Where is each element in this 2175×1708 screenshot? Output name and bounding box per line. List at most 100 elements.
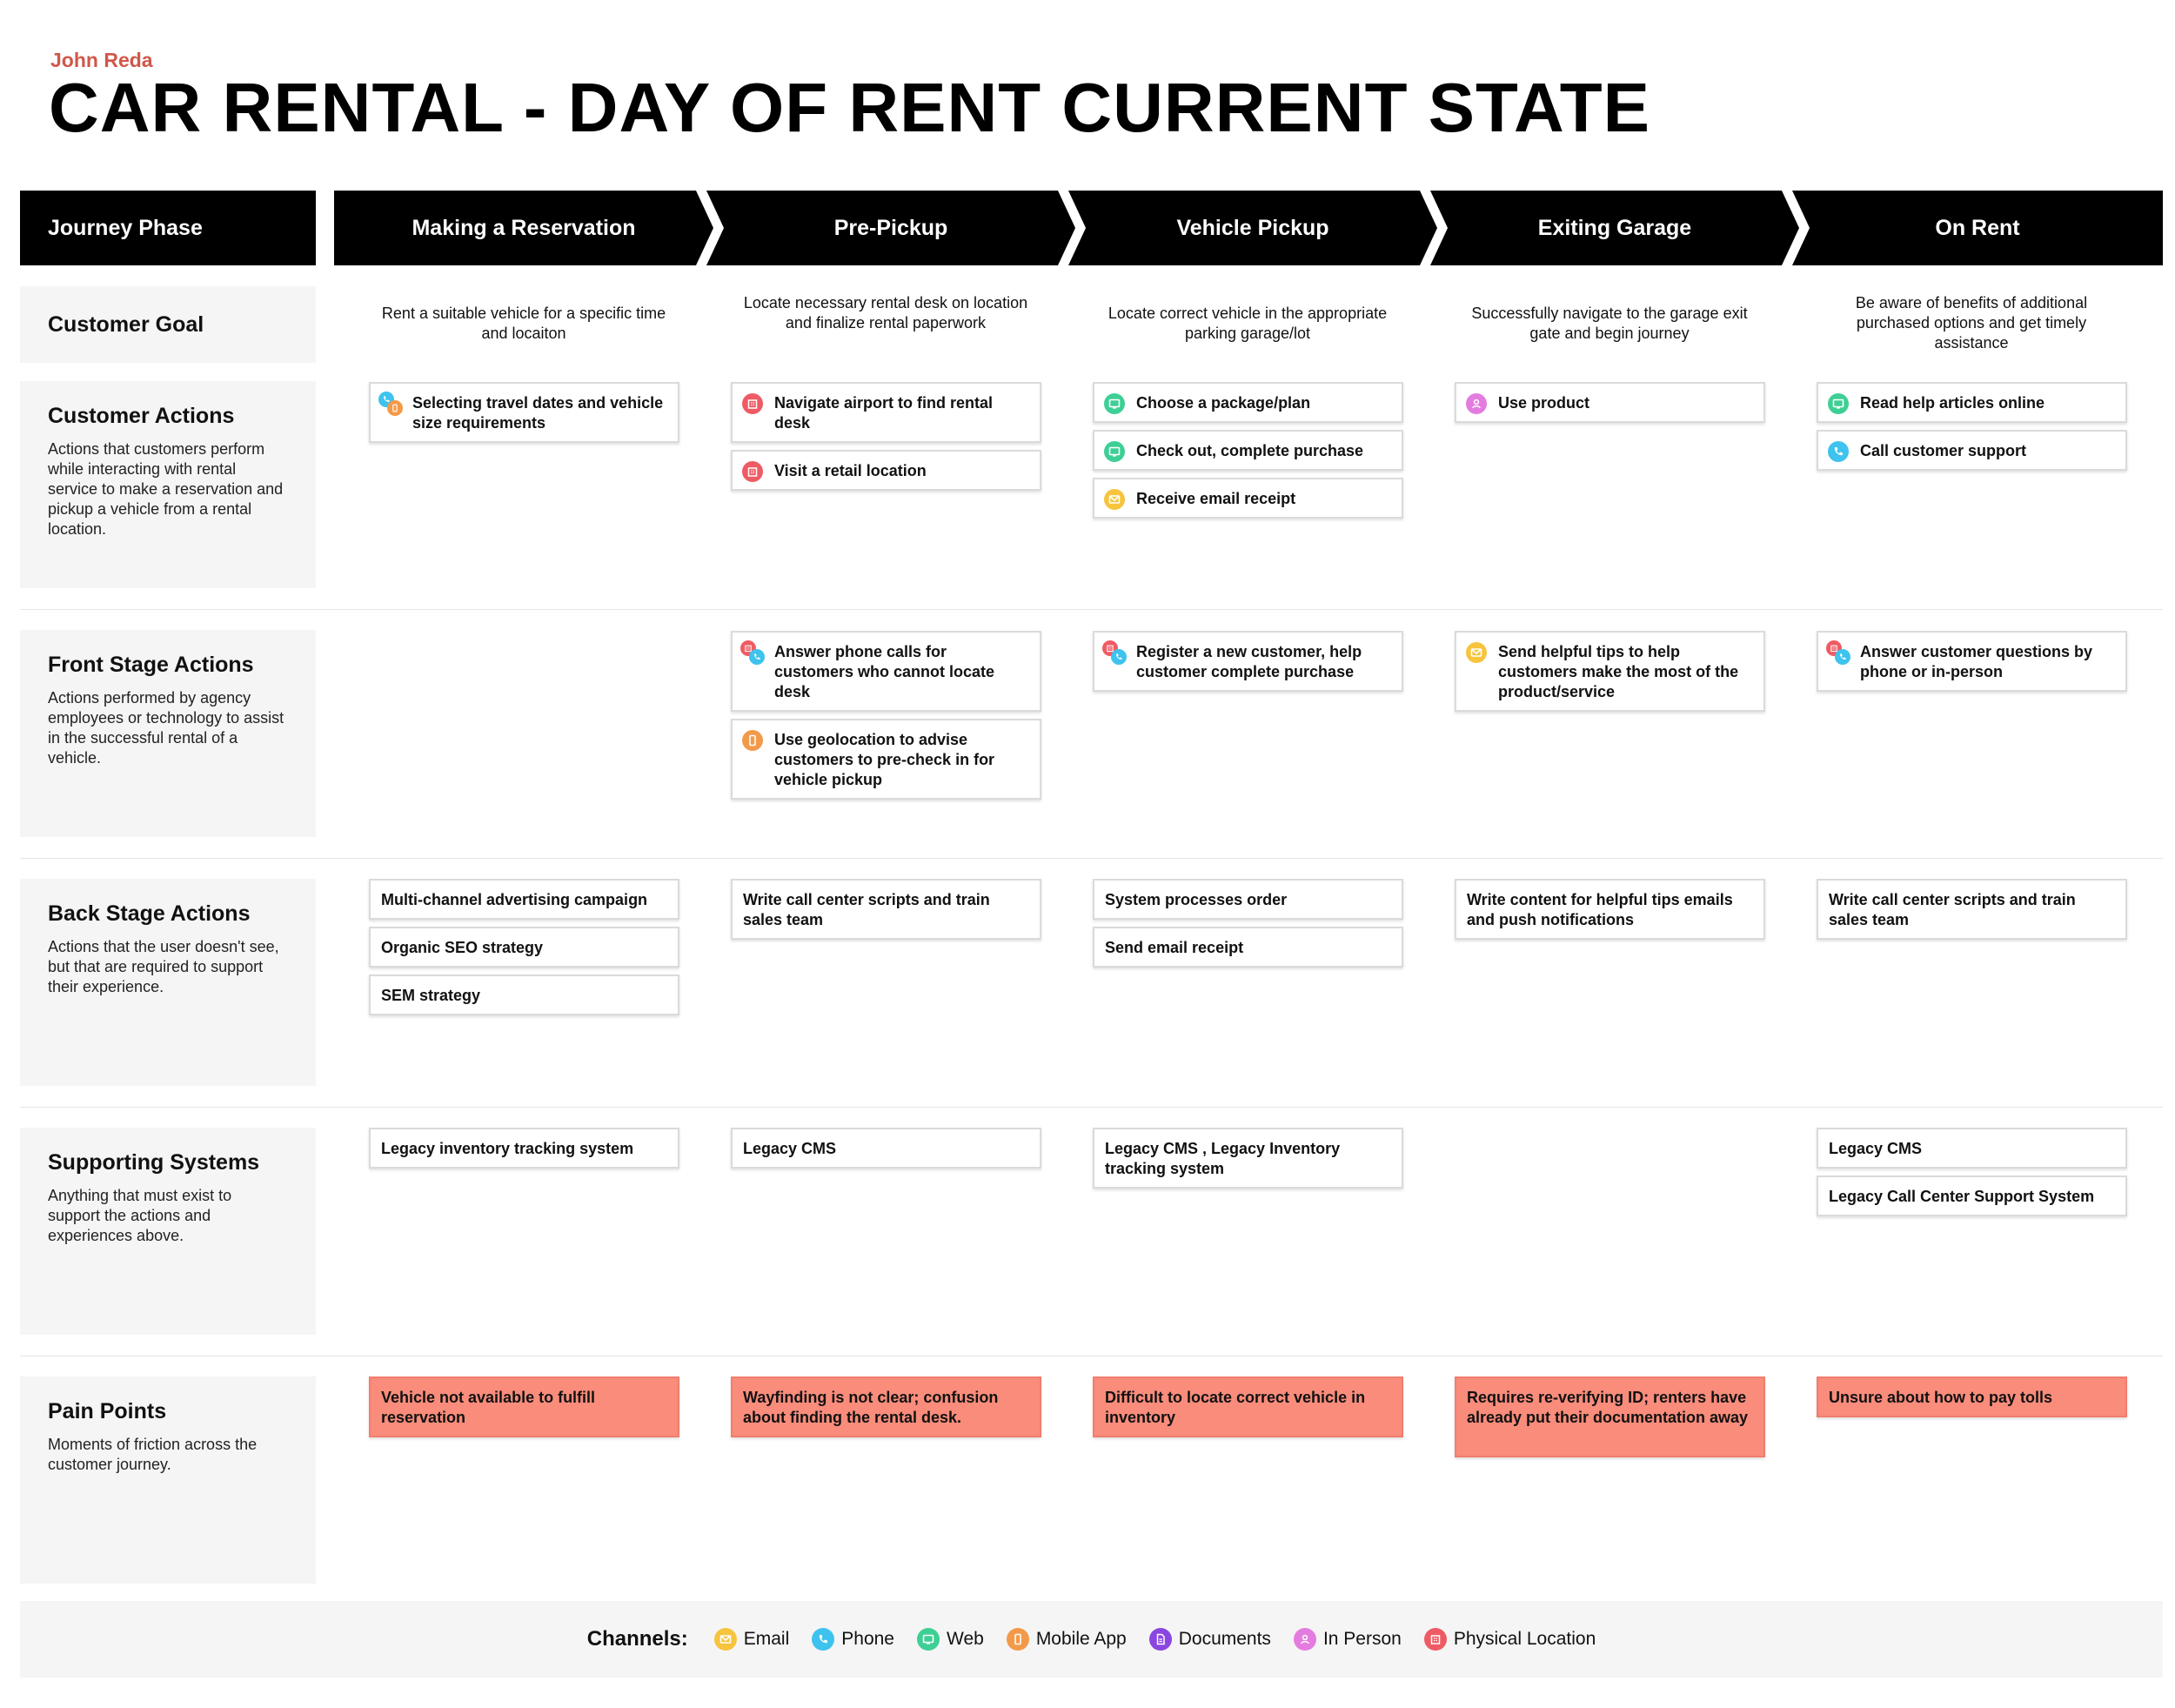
supporting-system-card: Legacy CMS , Legacy Inventory tracking s…	[1093, 1128, 1403, 1189]
row-description: Actions performed by agency employees or…	[48, 689, 284, 767]
web-icon	[1104, 441, 1125, 462]
row-title: Front Stage Actions	[48, 653, 254, 677]
card-text: Legacy inventory tracking system	[381, 1140, 634, 1157]
card-text: Choose a package/plan	[1136, 394, 1311, 412]
card-text: Check out, complete purchase	[1136, 442, 1364, 459]
mobile-app-icon	[742, 730, 763, 751]
channel-icon-group	[1102, 640, 1127, 666]
card-text: Selecting travel dates and vehicle size …	[412, 394, 664, 432]
email-icon	[1466, 642, 1487, 663]
row-label-customer-actions: Customer Actions Actions that customers …	[20, 381, 316, 588]
card-text: Visit a retail location	[774, 462, 927, 479]
channel-icon-group	[378, 392, 403, 418]
legend-title: Channels:	[586, 1627, 688, 1651]
web-icon	[1828, 393, 1849, 414]
back-stage-card: Organic SEO strategy	[369, 927, 679, 968]
customer-action-card: Check out, complete purchase	[1093, 430, 1403, 471]
card-text: Answer phone calls for customers who can…	[774, 643, 995, 700]
legend-item-label: Phone	[841, 1629, 894, 1649]
journey-phase-label: Journey Phase	[20, 191, 316, 265]
row-label-front-stage: Front Stage Actions Actions performed by…	[20, 630, 316, 837]
pain-point-card: Requires re-verifying ID; renters have a…	[1455, 1376, 1765, 1457]
card-text: Send email receipt	[1105, 939, 1244, 956]
back-stage-card: Write call center scripts and train sale…	[731, 879, 1041, 940]
row-label-supporting-systems: Supporting Systems Anything that must ex…	[20, 1128, 316, 1335]
in-person-icon	[1293, 1628, 1316, 1651]
documents-icon	[1148, 1628, 1172, 1651]
phase-exiting-garage: Exiting Garage	[1430, 191, 1799, 265]
card-text: Unsure about how to pay tolls	[1829, 1389, 2053, 1406]
row-separator	[20, 609, 2163, 610]
front-stage-card: Use geolocation to advise customers to p…	[731, 719, 1041, 800]
mobile-app-icon	[387, 400, 403, 416]
legend-item-label: Physical Location	[1453, 1629, 1596, 1649]
legend-item-label: Documents	[1178, 1629, 1271, 1649]
row-label-customer-goal: Customer Goal	[20, 286, 316, 363]
card-text: Legacy CMS , Legacy Inventory tracking s…	[1105, 1140, 1341, 1177]
in-person-icon	[1466, 393, 1487, 414]
card-text: Difficult to locate correct vehicle in i…	[1105, 1389, 1366, 1426]
customer-goal-text: Locate correct vehicle in the appropriat…	[1108, 305, 1388, 342]
card-text: Requires re-verifying ID; renters have a…	[1467, 1389, 1749, 1426]
phone-icon	[1111, 649, 1127, 665]
legend-item-physical-location: Physical Location	[1423, 1628, 1596, 1651]
card-text: Navigate airport to find rental desk	[774, 394, 994, 432]
legend-item-label: Web	[947, 1629, 984, 1649]
row-title: Pain Points	[48, 1399, 167, 1423]
supporting-system-card: Legacy Call Center Support System	[1817, 1176, 2127, 1216]
back-stage-card: System processes order	[1093, 879, 1403, 920]
legend-item-web: Web	[917, 1628, 984, 1651]
customer-goal-text: Locate necessary rental desk on location…	[743, 294, 1028, 332]
phone-icon	[812, 1628, 835, 1651]
customer-action-card: Read help articles online	[1817, 382, 2127, 423]
customer-action-card: Choose a package/plan	[1093, 382, 1403, 423]
legend-item-label: In Person	[1322, 1629, 1402, 1649]
customer-action-card: Call customer support	[1817, 430, 2127, 471]
card-text: Call customer support	[1860, 442, 2027, 459]
customer-action-card: Navigate airport to find rental desk	[731, 382, 1041, 443]
phase-vehicle-pickup: Vehicle Pickup	[1068, 191, 1437, 265]
card-text: SEM strategy	[381, 987, 481, 1004]
front-stage-card: Send helpful tips to help customers make…	[1455, 631, 1765, 712]
row-title: Supporting Systems	[48, 1150, 260, 1175]
customer-action-card: Selecting travel dates and vehicle size …	[369, 382, 679, 443]
card-text: Receive email receipt	[1136, 490, 1296, 507]
phase-pre-pickup: Pre-Pickup	[706, 191, 1075, 265]
phone-icon	[749, 649, 765, 665]
pain-point-card: Unsure about how to pay tolls	[1817, 1376, 2127, 1417]
card-text: Legacy CMS	[1829, 1140, 1923, 1157]
card-text: Vehicle not available to fulfill reserva…	[381, 1389, 596, 1426]
legend-item-label: Mobile App	[1035, 1629, 1127, 1649]
channels-legend: Channels: Email Phone Web Mobile App Documen…	[20, 1601, 2163, 1678]
page-title: CAR RENTAL - DAY OF RENT CURRENT STATE	[49, 69, 1651, 146]
phase-making-reservation: Making a Reservation	[334, 191, 713, 265]
legend-item-label: Email	[743, 1629, 790, 1649]
supporting-system-card: Legacy inventory tracking system	[369, 1128, 679, 1169]
back-stage-card: Write content for helpful tips emails an…	[1455, 879, 1765, 940]
card-text: Wayfinding is not clear; confusion about…	[743, 1389, 999, 1426]
card-text: Multi-channel advertising campaign	[381, 891, 648, 908]
customer-action-card: Receive email receipt	[1093, 478, 1403, 519]
pain-point-card: Wayfinding is not clear; confusion about…	[731, 1376, 1041, 1437]
card-text: Write content for helpful tips emails an…	[1467, 891, 1733, 928]
row-description: Moments of friction across the customer …	[48, 1436, 258, 1473]
row-description: Anything that must exist to support the …	[48, 1187, 232, 1244]
card-text: Use product	[1498, 394, 1590, 412]
card-text: Write call center scripts and train sale…	[1829, 891, 2076, 928]
channel-icon-group	[740, 640, 765, 666]
front-stage-card: Register a new customer, help customer c…	[1093, 631, 1403, 692]
front-stage-card: Answer customer questions by phone or in…	[1817, 631, 2127, 692]
supporting-system-card: Legacy CMS	[1817, 1128, 2127, 1169]
card-text: Read help articles online	[1860, 394, 2045, 412]
phase-on-rent: On Rent	[1792, 191, 2163, 265]
customer-goal-text: Be aware of benefits of additional purch…	[1855, 294, 2088, 352]
pain-point-card: Vehicle not available to fulfill reserva…	[369, 1376, 679, 1437]
phone-icon	[1828, 441, 1849, 462]
row-description: Actions that the user doesn't see, but t…	[48, 938, 279, 995]
back-stage-card: Write call center scripts and train sale…	[1817, 879, 2127, 940]
legend-item-in-person: In Person	[1293, 1628, 1402, 1651]
legend-item-email: Email	[713, 1628, 790, 1651]
physical-location-icon	[742, 393, 763, 414]
email-icon	[1104, 489, 1125, 510]
mobile-app-icon	[1006, 1628, 1029, 1651]
